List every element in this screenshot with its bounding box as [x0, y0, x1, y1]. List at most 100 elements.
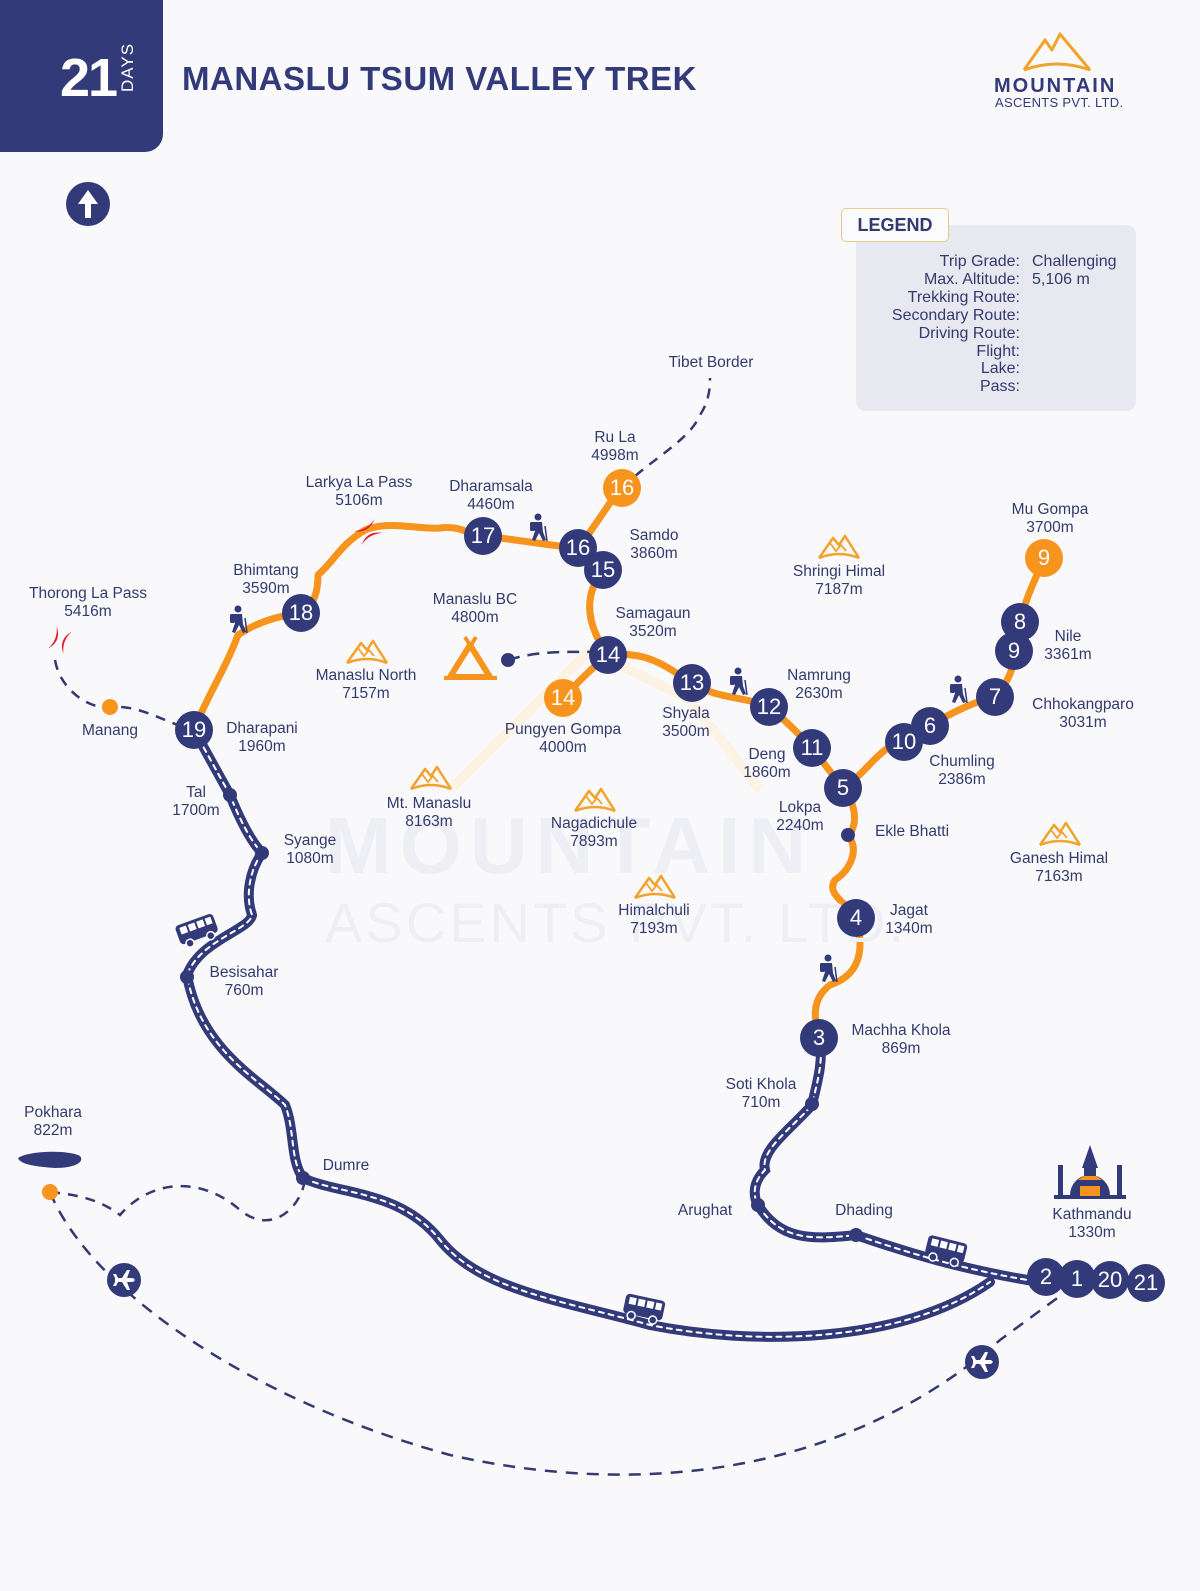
day-marker-side[interactable]: 14	[544, 679, 582, 717]
page-title: MANASLU TSUM VALLEY TREK	[182, 60, 697, 97]
manaslu-bc-dot	[501, 653, 515, 667]
legend-trip-grade: Challenging	[1032, 253, 1117, 270]
logo-word: MOUNTAIN	[994, 75, 1117, 97]
legend-title: LEGEND	[841, 208, 949, 242]
day-marker[interactable]: 15	[584, 551, 622, 589]
mountain-peak-icon	[817, 534, 861, 560]
lake-icon	[18, 1151, 82, 1168]
place-label: Manang	[81, 722, 139, 739]
day-marker[interactable]: 18	[282, 594, 320, 632]
day-marker[interactable]: 19	[175, 711, 213, 749]
day-marker[interactable]: 1	[1058, 1260, 1096, 1298]
watermark-mountain	[446, 643, 764, 794]
tent-icon	[444, 635, 497, 680]
legend-key: Trip Grade:	[939, 253, 1020, 270]
manang-dot	[102, 699, 118, 715]
day-marker[interactable]: 14	[589, 636, 627, 674]
legend-max-altitude: 5,106 m	[1032, 271, 1090, 288]
secondary-route-manang	[53, 659, 193, 732]
day-marker[interactable]: 10	[885, 723, 923, 761]
day-marker[interactable]: 12	[750, 688, 788, 726]
day-marker[interactable]: 2	[1027, 1258, 1065, 1296]
place-label: Tibet Border	[668, 354, 754, 371]
secondary-route-pokhara	[49, 1179, 307, 1222]
hiker-icon	[229, 604, 248, 634]
legend-key: Driving Route:	[918, 325, 1020, 342]
legend-key: Lake:	[980, 360, 1020, 377]
soti-khola-dot	[805, 1097, 819, 1111]
hiker-icon	[819, 953, 838, 983]
watermark-line2: ASCENTS PVT. LTD.	[325, 891, 908, 954]
mountain-peak-icon	[409, 765, 453, 791]
place-label: Arughat	[677, 1202, 733, 1219]
days-number: 21	[60, 48, 118, 108]
hiker-icon	[949, 674, 968, 704]
ekle-bhatti-dot	[841, 828, 855, 842]
day-marker[interactable]: 11	[793, 729, 831, 767]
dhading-dot	[849, 1228, 863, 1242]
kathmandu-temple-icon	[1054, 1145, 1126, 1199]
place-label: Dhading	[835, 1202, 893, 1219]
days-label: DAYS	[118, 42, 137, 92]
logo-subtitle: ASCENTS PVT. LTD.	[995, 95, 1124, 110]
tal-dot	[223, 788, 237, 802]
besisahar-dot	[180, 970, 194, 984]
day-marker[interactable]: 21	[1127, 1264, 1165, 1302]
days-badge: 21 DAYS	[0, 0, 163, 152]
pokhara-dot	[42, 1184, 58, 1200]
pass-icon	[48, 625, 72, 655]
mountain-peak-icon	[345, 639, 389, 665]
mountain-peak-icon	[1038, 821, 1082, 847]
legend-key: Trekking Route:	[907, 289, 1020, 306]
day-marker[interactable]: 7	[976, 678, 1014, 716]
legend-key: Flight:	[976, 343, 1020, 360]
day-marker[interactable]: 20	[1091, 1261, 1129, 1299]
watermark-line1: MOUNTAIN	[325, 801, 815, 890]
airplane-icon	[107, 1263, 141, 1297]
dumre-dot	[296, 1171, 310, 1185]
logo-mountain-icon	[1022, 32, 1092, 72]
day-marker-side[interactable]: 16	[603, 469, 641, 507]
place-label: Ekle Bhatti	[874, 823, 950, 840]
day-marker[interactable]: 13	[673, 664, 711, 702]
hiker-icon	[529, 512, 548, 542]
arughat-dot	[751, 1198, 765, 1212]
day-marker[interactable]: 5	[824, 769, 862, 807]
legend-key: Secondary Route:	[891, 307, 1020, 324]
day-marker[interactable]: 17	[464, 517, 502, 555]
day-marker[interactable]: 3	[800, 1019, 838, 1057]
legend-key: Max. Altitude:	[923, 271, 1020, 288]
day-marker-side[interactable]: 9	[1025, 539, 1063, 577]
day-marker[interactable]: 9	[995, 632, 1033, 670]
day-marker[interactable]: 4	[837, 899, 875, 937]
syange-dot	[255, 846, 269, 860]
